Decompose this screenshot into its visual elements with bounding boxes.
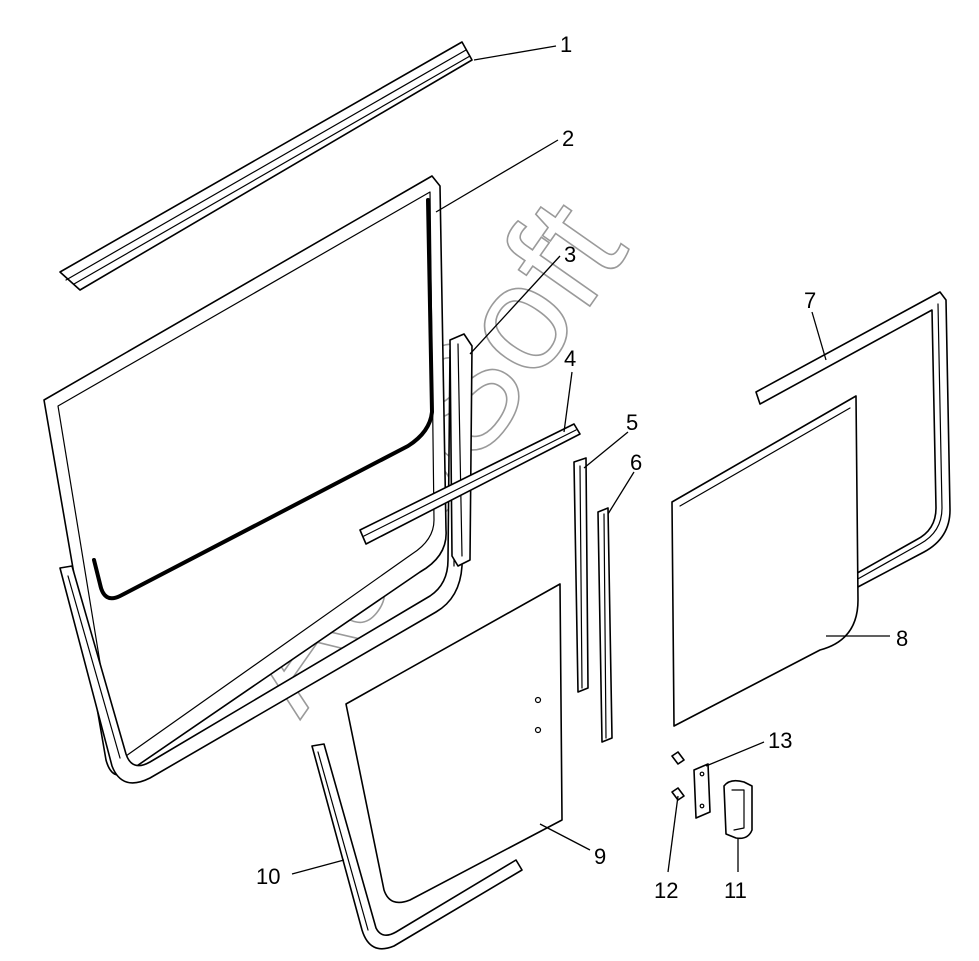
part-12-screws	[671, 751, 685, 801]
part-13-plate	[693, 763, 711, 819]
callout-9: 9	[594, 844, 606, 869]
callout-4: 4	[564, 346, 576, 371]
part-1-top-rail	[59, 41, 473, 291]
part-9-lower-panel	[345, 583, 563, 904]
part-4-cross-bar	[359, 423, 581, 545]
leader-lines	[291, 45, 890, 875]
callout-12: 12	[654, 878, 678, 903]
callout-11: 11	[724, 878, 747, 903]
part-8-glass-panel	[671, 395, 859, 727]
part-11-handle	[723, 779, 753, 840]
part-6-vertical-seal	[597, 507, 613, 743]
callout-5: 5	[626, 410, 638, 435]
callout-10: 10	[256, 864, 280, 889]
part-10-lower-channel	[311, 743, 523, 950]
callout-2: 2	[562, 126, 574, 151]
callout-1: 1	[560, 32, 572, 57]
callout-13: 13	[768, 728, 792, 753]
callout-3: 3	[564, 242, 576, 267]
part-5-vertical-bar	[573, 457, 589, 693]
callout-7: 7	[804, 288, 816, 313]
callout-8: 8	[896, 626, 908, 651]
callout-6: 6	[630, 450, 642, 475]
part-3-vertical-channel	[449, 333, 473, 567]
